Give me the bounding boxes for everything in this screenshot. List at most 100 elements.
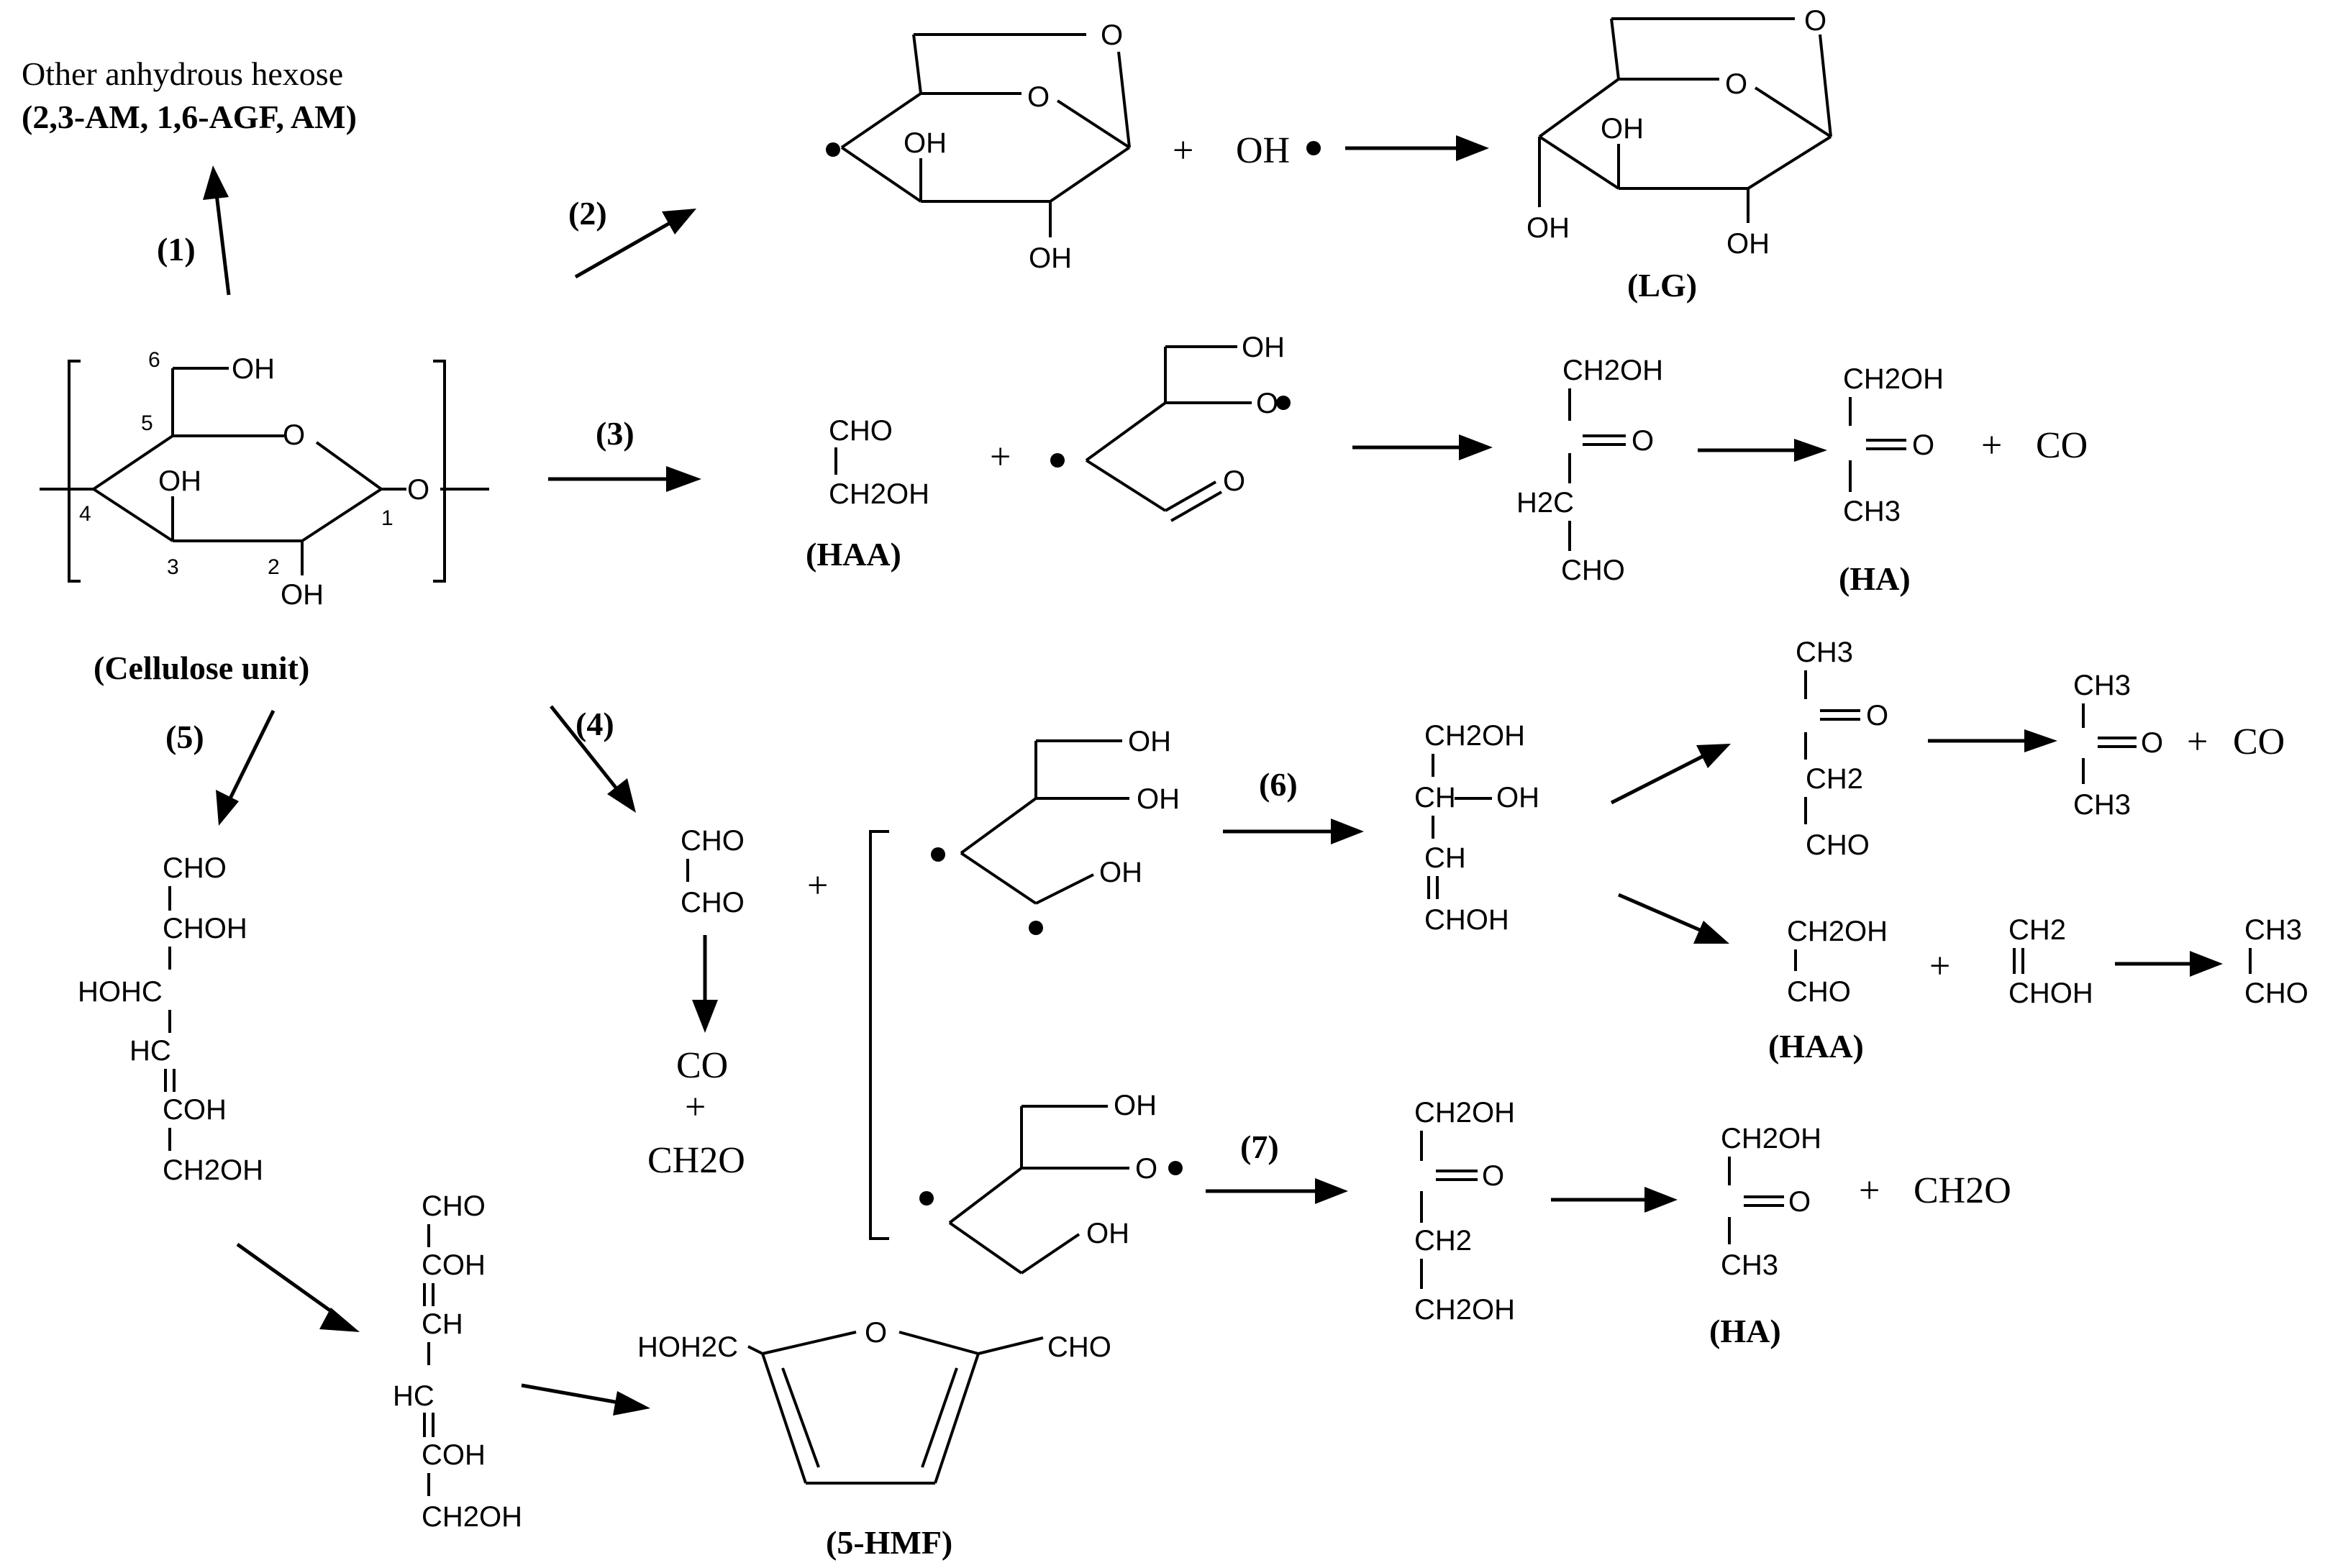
left-bracket [68,360,81,583]
lg-label: (LG) [1627,267,1697,304]
levoglucosan-structure [1538,17,1832,223]
plus-sign-ha: + [1981,425,2002,466]
s6-choh: CHOH [1424,904,1509,936]
s6-oh: OH [1496,782,1539,813]
lower-radical-oh-1: OH [1114,1090,1157,1121]
arrowhead-to-ha2 [1644,1187,1678,1213]
s6-ch: CH [1414,782,1456,813]
arrowhead-to-acetone [2024,729,2057,752]
upper-radical-oh-3: OH [1099,857,1142,888]
arrowhead-to-acetaldehyde [2190,951,2223,977]
arrowhead-step-1 [203,165,229,200]
cellulose-ring-oxygen: O [283,419,305,451]
hmf-label: (5-HMF) [826,1524,952,1561]
lg-radical-bridge-oxygen: O [1101,19,1123,51]
s6-ch-2: CH [1424,842,1466,874]
int3-h2c: H2C [1516,487,1574,519]
arrowhead-to-lg [1456,135,1489,161]
step-2-label: (2) [568,195,607,232]
glyoxal-cho-1: CHO [681,825,745,857]
int3-ch2oh: CH2OH [1562,355,1663,386]
arrowhead-step-7 [1315,1178,1348,1204]
arrowhead-s6-up [1696,744,1731,768]
lower-radical-o-radical: O [1135,1153,1157,1185]
acetone-keto-oxygen: O [2141,727,2163,759]
arrowhead-step3-to-intermediate [1459,434,1493,460]
enol-ch2oh: CH2OH [422,1501,522,1533]
plus-sign-vinyl: + [1929,946,1950,987]
hmf-ring-oxygen: O [865,1317,887,1349]
upper-radical-oh-2: OH [1137,783,1180,815]
haa2-label: (HAA) [1768,1028,1864,1065]
step-7-label: (7) [1240,1129,1279,1165]
acetone-ch3-bottom: CH3 [2073,789,2131,821]
s5-ch2oh: CH2OH [163,1154,263,1186]
arrow-s6-up [1610,753,1706,805]
s7-keto-oxygen: O [1482,1160,1504,1192]
arrow-step-2 [574,217,678,279]
arrowhead-step-6 [1331,819,1364,844]
enol-coh-2: COH [422,1439,486,1471]
acetaldehyde-ch3: CH3 [2244,914,2302,946]
s6up-ch2: CH2 [1806,763,1863,795]
s7-ch2: CH2 [1414,1225,1472,1257]
lower-radical-oh-2: OH [1086,1218,1129,1249]
s5-hc: HC [129,1035,171,1067]
other-hexose-label: Other anhydrous hexose [22,55,343,92]
hmf-hoh2c: HOH2C [637,1331,738,1363]
s6-ch2oh: CH2OH [1424,720,1525,752]
upper-radical-oh-1: OH [1128,726,1171,757]
ha2-label: (HA) [1709,1313,1781,1349]
ha2-ch3: CH3 [1721,1249,1778,1281]
ha-label: (HA) [1839,560,1911,597]
arrowhead-to-ha [1794,439,1827,462]
plus-sign-ha2: + [1859,1170,1880,1211]
vinyl-choh: CHOH [2008,977,2093,1009]
vinyl-ch2: CH2 [2008,914,2066,946]
ha-keto-oxygen: O [1912,429,1934,461]
arrow-step-1 [214,188,231,296]
carbon-number-1: 1 [381,506,393,530]
carbon-number-4: 4 [79,502,91,526]
ha-ch3: CH3 [1843,496,1901,527]
hmf-cho: CHO [1047,1331,1111,1363]
ha2-keto-oxygen: O [1788,1186,1811,1218]
cellulose-unit-structure [40,360,489,583]
step4-lower-radical [919,1105,1183,1275]
step-5-label: (5) [165,719,204,755]
carbon-number-3: 3 [167,555,179,579]
step-4-label: (4) [575,706,614,742]
arrowhead-glyoxal-down [692,1000,718,1033]
haa-label: (HAA) [806,536,901,573]
acetone-ch3-top: CH3 [2073,670,2131,701]
arrowhead-to-hmf [613,1391,650,1416]
arrow-s6-down [1618,893,1706,934]
s6up-keto-oxygen: O [1866,700,1888,731]
lg-oh-4: OH [1527,212,1570,244]
step3-fragment-oh: OH [1242,332,1285,363]
haa2-ch2oh: CH2OH [1787,916,1888,947]
step4-upper-radical [931,739,1129,935]
enol-cho: CHO [422,1190,486,1222]
cellulose-c6-oh: OH [232,353,275,385]
step3-fragment-aldehyde-o: O [1223,465,1245,497]
step-6-label: (6) [1259,766,1298,803]
radical-bracket [869,830,889,1240]
arrowhead-step-2 [662,209,696,234]
plus-sign-step3: + [990,437,1011,478]
haa-cho: CHO [829,415,893,447]
hmf-furan-ring [747,1331,1044,1485]
cellulose-c2-oh: OH [281,579,324,611]
plus-sign-step2: + [1173,130,1193,171]
s5-cho: CHO [163,852,227,884]
arrow-step-5 [228,709,276,800]
lg-bridge-oxygen: O [1804,5,1826,37]
step-3-label: (3) [596,415,634,452]
acetone-co-byproduct: CO [2233,721,2285,762]
glyoxal-co: CO [676,1045,728,1086]
s6up-cho: CHO [1806,829,1870,861]
lg-oh-2: OH [1726,228,1770,260]
lg-oh-3: OH [1601,113,1644,145]
cellulose-glycosidic-oxygen: O [407,474,429,506]
